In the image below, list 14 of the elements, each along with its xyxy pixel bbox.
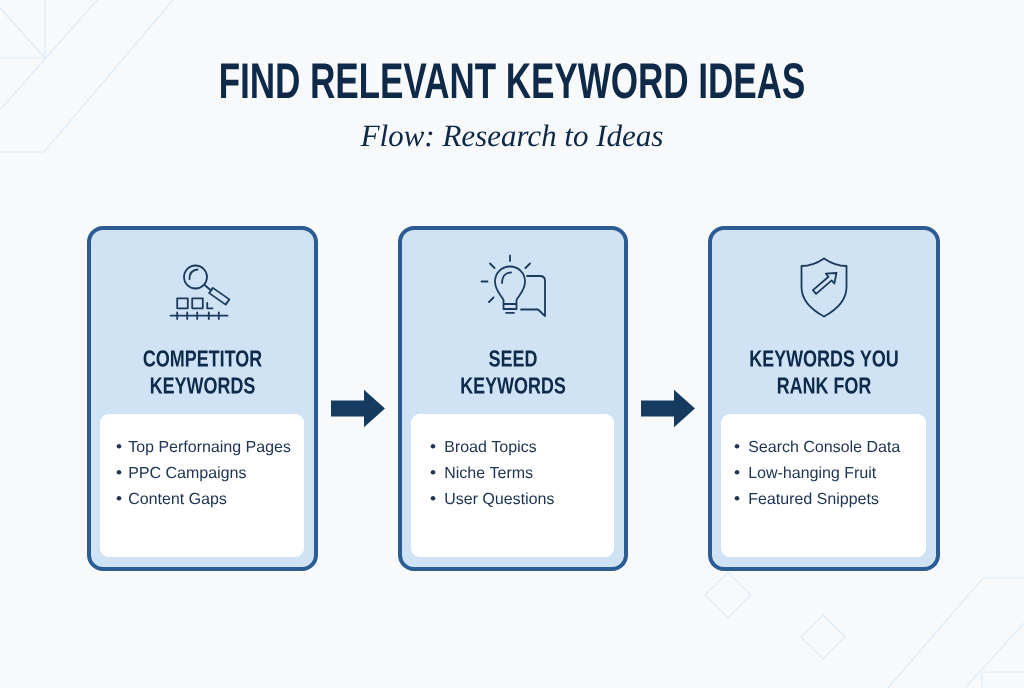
card-heading: COMPETITOR KEYWORDS (143, 350, 262, 394)
list-item: Featured Snippets (749, 492, 879, 508)
list-item: Broad Topics (445, 440, 537, 456)
list-item: Search Console Data (748, 440, 901, 453)
card-heading: KEYWORDS YOU RANK FOR (750, 350, 898, 394)
list-item: User Questions (445, 492, 554, 508)
list-item: Content Gaps (129, 492, 227, 508)
list-item: PPC Campaigns (129, 466, 246, 482)
list-item: Top Perfornaing Pages (128, 440, 291, 456)
list-item: Low-hanging Fruit (749, 466, 877, 482)
title: FIND RELEVANT KEYWORD IDEAS (221, 63, 804, 99)
subtitle: Flow: Research to Ideas (360, 124, 663, 147)
card-heading: SEED KEYWORDS (461, 350, 566, 394)
list-item: Niche Terms (445, 466, 533, 479)
